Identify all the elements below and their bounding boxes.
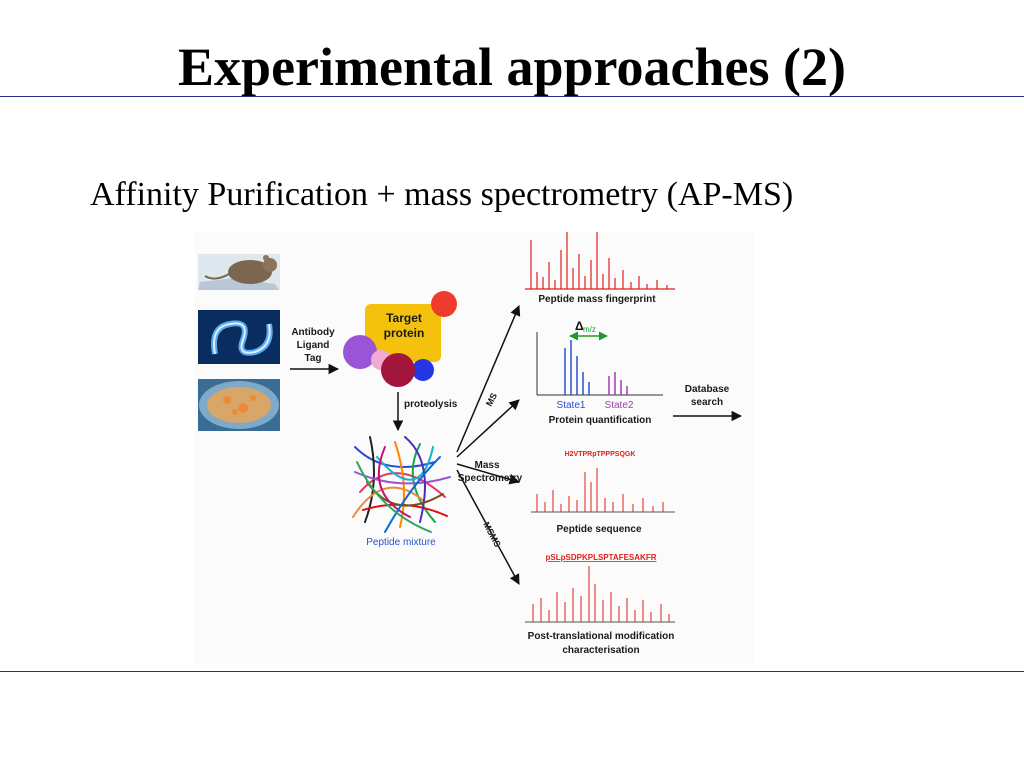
bottom-divider bbox=[0, 671, 1024, 672]
mass-label-line2: Spectrometry bbox=[458, 473, 523, 484]
mouse-image bbox=[198, 254, 280, 290]
ap-ms-diagram: Antibody Ligand Tag Target protein prote… bbox=[195, 232, 755, 664]
database-label-line2: search bbox=[691, 397, 723, 408]
proteolysis-label: proteolysis bbox=[404, 399, 458, 410]
ptm-caption-line1: Post-translational modification bbox=[528, 631, 675, 642]
tag-label: Tag bbox=[304, 353, 321, 364]
petri-dish-image bbox=[198, 379, 280, 431]
arrow-to-fingerprint bbox=[456, 305, 521, 453]
state2-label: State2 bbox=[605, 400, 634, 411]
arrow-to-ptm bbox=[456, 469, 520, 585]
target-protein-complex bbox=[343, 291, 457, 387]
quantification-caption: Protein quantification bbox=[549, 415, 652, 426]
delta-symbol: Δ bbox=[575, 319, 584, 333]
ptm-caption-line2: characterisation bbox=[562, 645, 639, 656]
arrow-to-quantification bbox=[456, 399, 520, 458]
delta-subscript: m/z bbox=[583, 325, 596, 334]
sequence-text: H2VTPRpTPPPSQGK bbox=[565, 451, 636, 458]
sequence-spectrum bbox=[531, 468, 675, 513]
arrow-to-sequence bbox=[456, 463, 521, 485]
sequence-caption: Peptide sequence bbox=[556, 524, 641, 535]
figure-background bbox=[195, 232, 755, 664]
slide-title: Experimental approaches (2) bbox=[178, 37, 846, 97]
slide-subtitle: Affinity Purification + mass spectrometr… bbox=[90, 176, 794, 213]
top-divider bbox=[0, 96, 1024, 97]
target-label-line1: Target bbox=[386, 311, 422, 325]
state1-label: State1 bbox=[557, 400, 586, 411]
ptm-sequence-text: pSLpSDPKPLSPTAFESAKFR bbox=[546, 553, 657, 562]
target-label-line2: protein bbox=[384, 326, 425, 340]
antibody-label: Antibody bbox=[291, 327, 335, 338]
database-label-line1: Database bbox=[685, 384, 730, 395]
mass-label-line1: Mass bbox=[474, 460, 499, 471]
ptm-spectrum bbox=[525, 566, 675, 623]
peptide-mixture-label: Peptide mixture bbox=[366, 537, 436, 548]
ligand-label: Ligand bbox=[297, 340, 330, 351]
quantification-spectrum bbox=[536, 331, 663, 396]
worm-image bbox=[198, 310, 280, 364]
peptide-mixture bbox=[352, 436, 451, 533]
fingerprint-caption: Peptide mass fingerprint bbox=[538, 294, 656, 305]
fingerprint-spectrum bbox=[525, 232, 675, 290]
